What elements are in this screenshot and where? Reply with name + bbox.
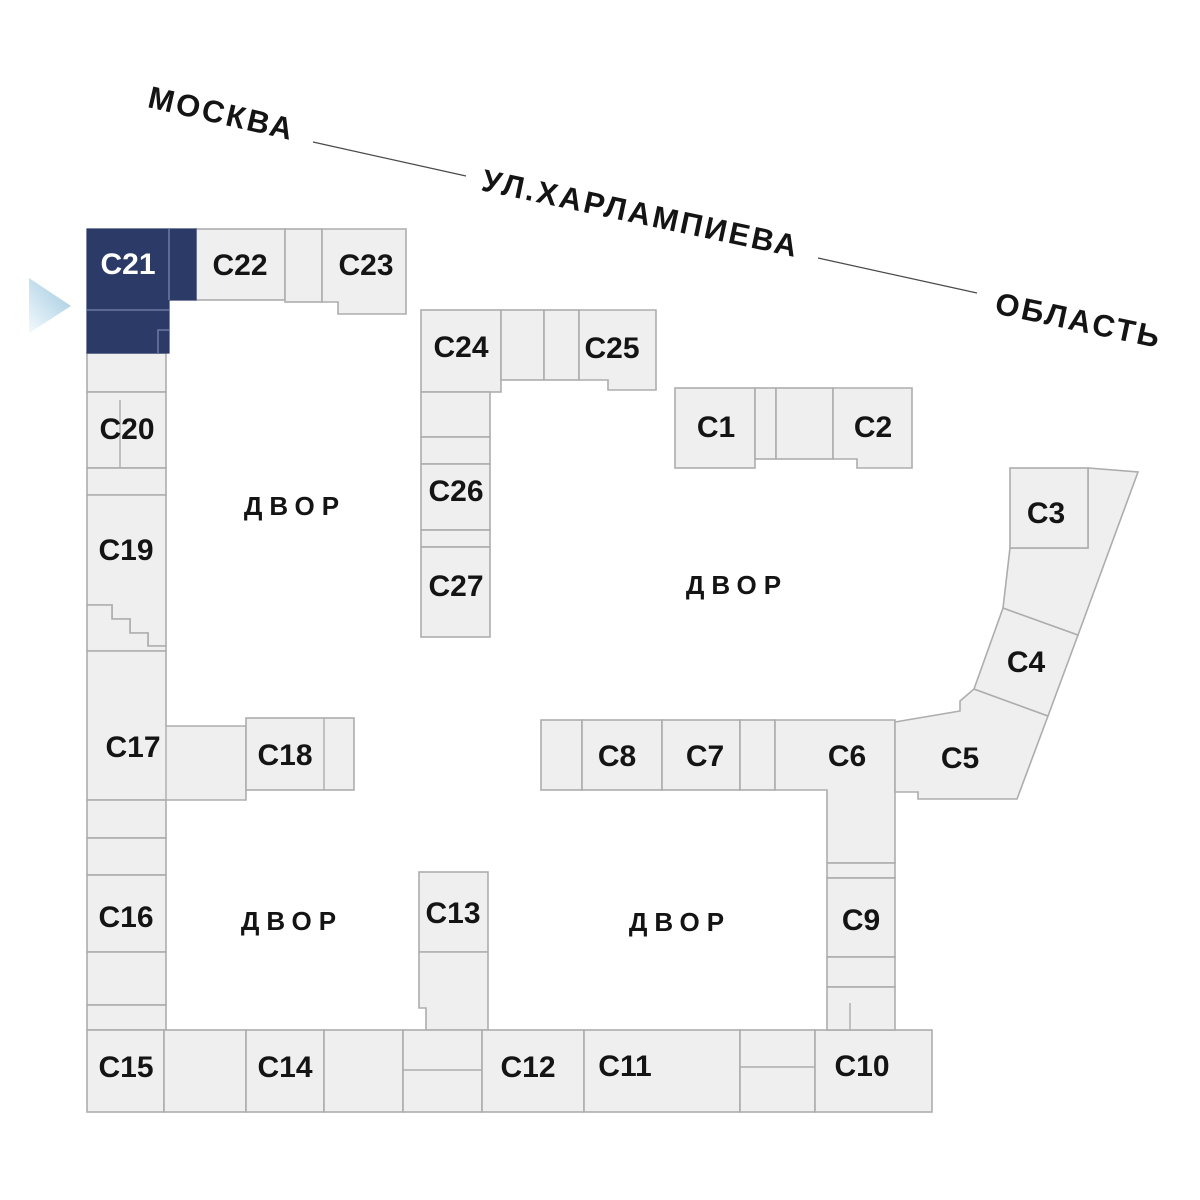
building-segment — [86, 1004, 167, 1031]
building-c18[interactable] — [245, 717, 355, 791]
building-c12[interactable] — [481, 1029, 585, 1113]
building-label-c6: С6 — [828, 740, 866, 773]
building-segment — [86, 837, 167, 876]
street-name-label: УЛ.ХАРЛАМПИЕВА — [479, 163, 803, 265]
building-label-c15: С15 — [98, 1051, 153, 1084]
building-c2[interactable] — [832, 387, 913, 469]
building-segment — [543, 309, 580, 381]
building-label-c14: С14 — [257, 1051, 312, 1084]
building-c3[interactable] — [1009, 467, 1089, 549]
building-c11[interactable] — [583, 1029, 741, 1113]
building-label-c17: С17 — [105, 731, 160, 764]
building-segment — [826, 862, 896, 879]
building-segment — [540, 719, 583, 791]
building-label-c19: С19 — [98, 534, 153, 567]
building-segment — [323, 1029, 404, 1113]
building-segment — [826, 986, 896, 1031]
street-connector-line — [817, 257, 978, 294]
building-segment — [284, 228, 323, 303]
building-label-c9: С9 — [842, 904, 880, 937]
building-label-c25: С25 — [584, 332, 639, 365]
street-connector-line — [312, 141, 467, 177]
building-label-c10: С10 — [834, 1050, 889, 1083]
building-label-c26: С26 — [428, 475, 483, 508]
courtyard-label: ДВОР — [686, 570, 788, 600]
building-segment — [402, 1029, 483, 1113]
building-divider — [157, 329, 169, 353]
building-c25[interactable] — [578, 309, 657, 391]
highlighted-building-layer — [86, 228, 197, 354]
building-c23[interactable] — [321, 228, 407, 315]
building-segment — [420, 436, 491, 465]
building-segment — [86, 352, 167, 393]
building-label-c22: С22 — [212, 249, 267, 282]
building-label-c4: С4 — [1007, 646, 1046, 679]
building-segment — [420, 529, 491, 548]
direction-city-label: МОСКВА — [145, 80, 299, 148]
courtyard-label: ДВОР — [241, 906, 343, 936]
building-segment — [420, 391, 491, 438]
building-segment — [739, 1029, 816, 1113]
building-label-c27: С27 — [428, 570, 483, 603]
building-label-c23: С23 — [338, 249, 393, 282]
building-label-c21: С21 — [100, 248, 155, 281]
building-c5[interactable] — [894, 688, 1050, 800]
building-segment — [86, 799, 167, 839]
building-segment — [739, 719, 776, 791]
building-segment — [754, 387, 777, 460]
buildings-layer — [86, 228, 1140, 1113]
building-label-c3: С3 — [1027, 497, 1065, 530]
building-label-c8: С8 — [598, 740, 636, 773]
courtyard-labels: ДВОР ДВОР ДВОР ДВОР — [241, 491, 788, 937]
building-segment — [86, 951, 167, 1006]
building-c26[interactable] — [420, 463, 491, 531]
building-c7[interactable] — [661, 719, 741, 791]
direction-region-label: ОБЛАСТЬ — [992, 286, 1165, 355]
building-label-c18: С18 — [257, 739, 312, 772]
building-label-c20: С20 — [99, 413, 154, 446]
building-c27[interactable] — [420, 546, 491, 638]
building-c13[interactable] — [418, 871, 489, 953]
building-c14[interactable] — [245, 1029, 325, 1113]
building-segment — [500, 309, 545, 381]
building-segment — [418, 951, 489, 1031]
building-label-c13: С13 — [425, 897, 480, 930]
building-c10[interactable] — [814, 1029, 933, 1113]
building-c16[interactable] — [86, 874, 167, 953]
building-segment — [163, 1029, 247, 1113]
building-label-c12: С12 — [500, 1051, 555, 1084]
selected-building-arrow-icon — [29, 278, 71, 333]
building-c20[interactable] — [86, 391, 167, 469]
building-labels: С21 С22 С23 С24 С25 С26 С27 С20 С19 С17 … — [98, 248, 1065, 1084]
building-segment — [775, 387, 834, 460]
building-segment — [86, 467, 167, 496]
courtyard-label: ДВОР — [244, 491, 346, 521]
building-label-c1: С1 — [697, 411, 735, 444]
building-segment — [826, 956, 896, 988]
building-label-c5: С5 — [941, 742, 979, 775]
courtyard-label: ДВОР — [629, 907, 731, 937]
building-c22[interactable] — [195, 228, 286, 301]
building-label-c7: С7 — [686, 740, 724, 773]
building-label-c16: С16 — [98, 901, 153, 934]
building-label-c2: С2 — [854, 411, 892, 444]
building-label-c11: С11 — [598, 1050, 651, 1083]
building-label-c24: С24 — [433, 331, 488, 364]
